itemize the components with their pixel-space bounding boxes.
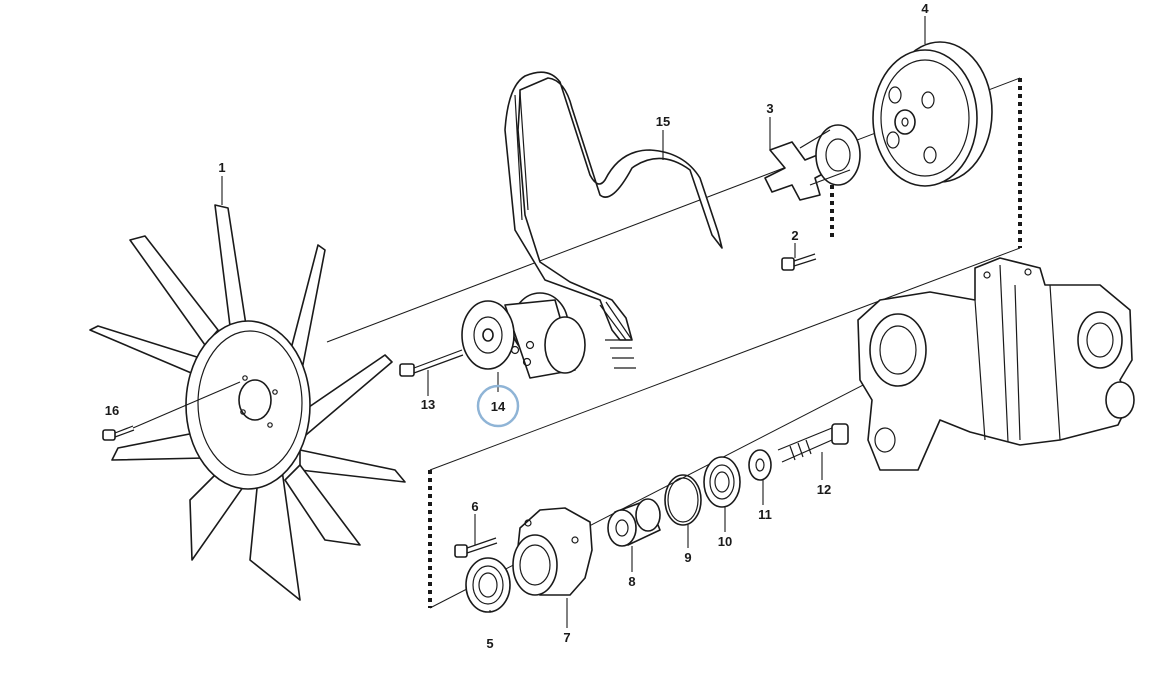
bearing-lower[interactable]	[465, 557, 511, 613]
label-11: 11	[758, 507, 772, 522]
flange-bolt[interactable]	[781, 253, 817, 271]
label-4: 4	[921, 1, 929, 16]
housing-bolt[interactable]	[777, 423, 849, 463]
label-8: 8	[628, 574, 635, 589]
label-15: 15	[656, 114, 670, 129]
washer[interactable]	[748, 449, 772, 481]
label-6: 6	[471, 499, 478, 514]
drive-belt[interactable]	[504, 71, 723, 369]
label-5: 5	[486, 636, 493, 651]
bracket-bolt[interactable]	[454, 537, 498, 558]
leader-lines	[221, 16, 926, 628]
highlight-ring	[476, 384, 520, 428]
bearing-bracket[interactable]	[512, 507, 593, 596]
label-1: 1	[218, 160, 225, 175]
label-16: 16	[105, 403, 119, 418]
label-14: 14	[491, 399, 506, 414]
engine-housing	[857, 257, 1135, 471]
label-3: 3	[766, 101, 773, 116]
bearing-upper[interactable]	[703, 456, 741, 508]
label-2: 2	[791, 228, 798, 243]
cooling-fan[interactable]	[89, 204, 406, 601]
callout-labels: 1 2 3 4 5 6 7 8 9 10 11 12 13 14 15 16	[105, 1, 930, 651]
crankshaft-pulley[interactable]	[872, 41, 993, 187]
belt-tensioner[interactable]	[461, 292, 586, 379]
fan-bolt[interactable]	[102, 381, 241, 441]
pulley-flange[interactable]	[764, 124, 861, 201]
label-7: 7	[563, 630, 570, 645]
label-13: 13	[421, 397, 435, 412]
retaining-ring[interactable]	[664, 474, 702, 526]
bushing[interactable]	[607, 498, 661, 547]
tensioner-bolt[interactable]	[399, 349, 464, 396]
label-10: 10	[718, 534, 732, 549]
label-12: 12	[817, 482, 831, 497]
label-9: 9	[684, 550, 691, 565]
